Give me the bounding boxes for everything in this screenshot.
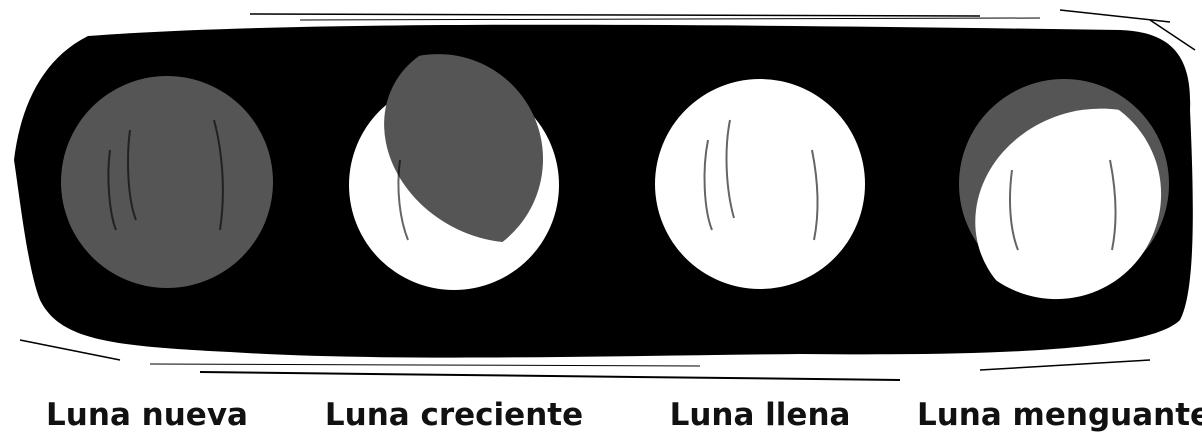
phase-label-full: Luna llena xyxy=(669,397,851,433)
phase-label-crescent: Luna creciente xyxy=(324,397,584,433)
moon-new xyxy=(61,76,273,288)
background-band xyxy=(14,9,1196,381)
moon-texture xyxy=(107,119,1117,251)
moon-full xyxy=(655,79,865,289)
phase-label-new: Luna nueva xyxy=(46,397,248,433)
phase-label-waning: Luna menguante xyxy=(916,397,1202,433)
